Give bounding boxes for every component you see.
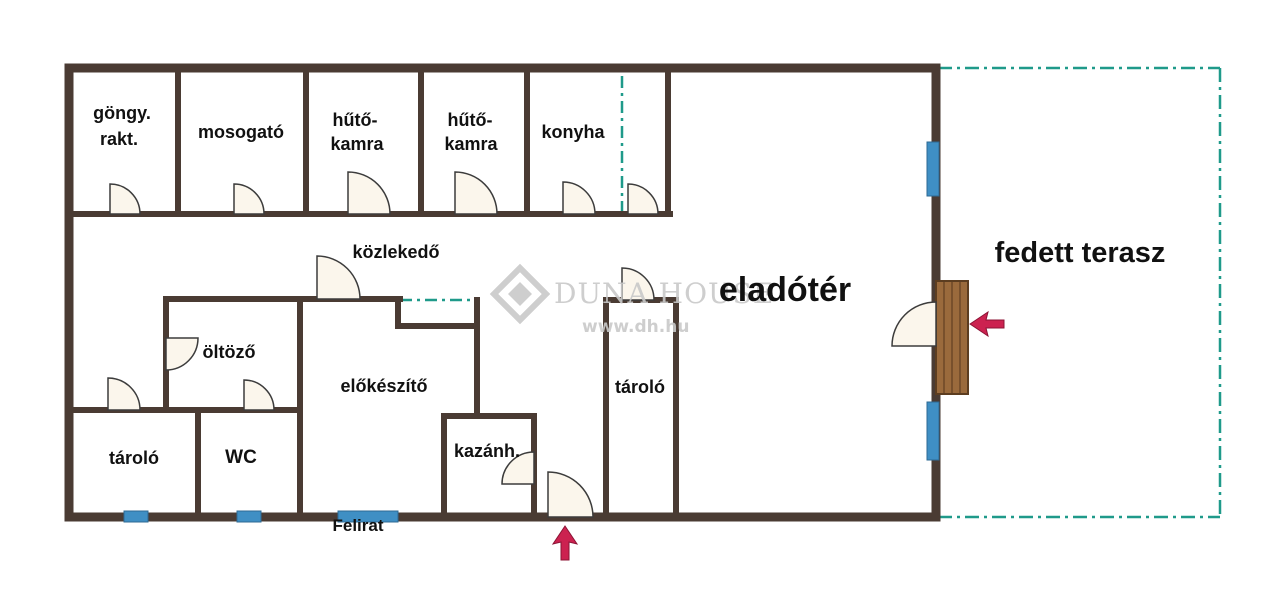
- label-hutokamra-1b: kamra: [330, 134, 384, 154]
- label-mosogato: mosogató: [198, 122, 284, 142]
- door-hutokamra-1: [347, 171, 391, 215]
- entrance-arrows: [551, 310, 1005, 561]
- window-south-3: [337, 510, 399, 523]
- door-oltozo: [165, 337, 199, 371]
- watermark-brand: DUNA HOUSE: [554, 277, 774, 310]
- window-south-1: [123, 510, 149, 523]
- label-taroló-left: tároló: [109, 448, 159, 468]
- label-kazanh: kazánh.: [454, 441, 520, 461]
- label-felirat: Felirat: [332, 516, 383, 535]
- label-kozlekedo: közlekedő: [352, 242, 439, 262]
- room-labels: göngy. rakt. mosogató hűtő- kamra hűtő- …: [93, 103, 1165, 535]
- door-konyha-side: [627, 183, 659, 215]
- label-taroló-right: tároló: [615, 377, 665, 397]
- watermark-url: www.dh.hu: [582, 317, 689, 337]
- door-hutokamra-2: [454, 171, 498, 215]
- door-konyha: [562, 181, 596, 215]
- label-elokeszito: előkészítő: [340, 376, 427, 396]
- partition-dash-lines: [400, 76, 624, 302]
- door-corridor-left: [107, 377, 141, 411]
- entrance-deck: [935, 280, 969, 395]
- label-eladoter: eladótér: [719, 271, 851, 309]
- arrow-east-entrance: [969, 310, 1005, 338]
- label-oltozo: öltöző: [203, 342, 256, 362]
- window-south-2: [236, 510, 262, 523]
- door-eladoter-entrance: [891, 301, 937, 347]
- label-konyha: konyha: [541, 122, 605, 142]
- label-wc: WC: [225, 447, 257, 468]
- arrow-south-entrance: [551, 525, 579, 561]
- door-mosogato: [233, 183, 265, 215]
- window-east-upper: [926, 141, 940, 197]
- terrace-outline: [938, 66, 1222, 519]
- door-gongy: [109, 183, 141, 215]
- label-gongy-1: göngy.: [93, 103, 151, 123]
- windows: [123, 141, 940, 523]
- label-hutokamra-1a: hűtő-: [333, 110, 378, 130]
- window-east-lower: [926, 401, 940, 461]
- door-taroló-right: [621, 267, 655, 301]
- door-kozlekedo: [316, 255, 361, 300]
- watermark: DUNA HOUSE www.dh.hu: [489, 263, 774, 337]
- door-wc: [243, 379, 275, 411]
- label-gongy-2: rakt.: [100, 129, 138, 149]
- label-hutokamra-2a: hűtő-: [448, 110, 493, 130]
- watermark-logo-icon: [489, 263, 551, 325]
- door-south-entrance: [547, 471, 594, 518]
- doors: [107, 171, 937, 518]
- label-hutokamra-2b: kamra: [444, 134, 498, 154]
- door-kazanh: [501, 451, 535, 485]
- label-fedett-terasz: fedett terasz: [995, 237, 1166, 269]
